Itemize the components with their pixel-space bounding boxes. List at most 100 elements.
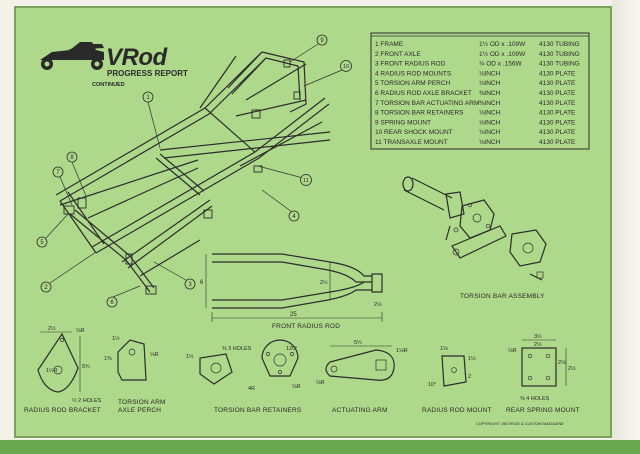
svg-text:2½: 2½ <box>534 341 542 348</box>
torsion-arm-perch-label-1: TORSION ARM <box>118 399 166 406</box>
part-name: 10 REAR SHOCK MOUNT <box>375 129 453 136</box>
part-material: 4130 PLATE <box>539 70 576 77</box>
svg-text:⅛R: ⅛R <box>508 348 517 354</box>
svg-text:⅛R: ⅛R <box>292 384 301 390</box>
svg-text:2: 2 <box>44 285 48 291</box>
leader-lines <box>45 43 343 298</box>
part-material: 4130 PLATE <box>539 80 576 87</box>
svg-text:1⅛R: 1⅛R <box>396 348 408 354</box>
part-name: 6 RADIUS ROD AXLE BRACKET <box>375 90 472 97</box>
detail-rear-spring-mount: 3½ 2½ ⅛R 2½ 2⅛ ⅜ 4 HOLES REAR SPRING MOU… <box>506 333 580 414</box>
copyright-notice: COPYRIGHT 1967/ROD & CUSTOM MAGAZINE <box>476 421 564 426</box>
page-edge <box>612 0 640 454</box>
svg-text:120°: 120° <box>286 346 297 352</box>
svg-text:2½: 2½ <box>568 365 576 372</box>
callout-5: 5 <box>36 236 48 248</box>
logo-subtitle: PROGRESS REPORT <box>107 69 188 78</box>
part-size: ⅛INCH <box>479 110 501 117</box>
bottom-strip <box>0 440 640 454</box>
radius-rod-dim-end: 2½ <box>374 301 382 308</box>
svg-text:7: 7 <box>56 170 60 176</box>
part-name: 5 TORSION ARM PERCH <box>375 80 451 87</box>
svg-text:1: 1 <box>146 95 150 101</box>
part-material: 4130 PLATE <box>539 139 576 146</box>
svg-text:3½: 3½ <box>534 333 542 340</box>
torsion-bar-assembly-label: TORSION BAR ASSEMBLY <box>460 293 545 300</box>
svg-text:2⅛: 2⅛ <box>558 360 566 366</box>
svg-text:5¾: 5¾ <box>82 364 90 370</box>
svg-text:11: 11 <box>303 178 309 184</box>
part-name: 2 FRONT AXLE <box>375 51 421 58</box>
part-size: ⅜INCH <box>479 100 501 107</box>
svg-text:2: 2 <box>468 374 471 380</box>
svg-text:2½: 2½ <box>48 325 56 332</box>
logo-tag: CONTINUED <box>92 82 125 88</box>
front-radius-rod-drawing: 25 6 2½ 2½ FRONT RADIUS ROD <box>200 253 383 330</box>
part-size: ⅛INCH <box>479 70 501 77</box>
svg-text:1½: 1½ <box>186 353 194 360</box>
vrod-logo: VRod PROGRESS REPORT CONTINUED <box>40 42 188 88</box>
part-size: ¾ OD x .156W <box>479 61 522 68</box>
callout-10: 10 <box>340 60 352 72</box>
part-name: 7 TORSION BAR ACTUATING ARM <box>375 100 479 107</box>
part-material: 4130 PLATE <box>539 100 576 107</box>
part-name: 11 TRANSAXLE MOUNT <box>375 139 448 146</box>
radius-rod-dim-mid: 2½ <box>320 279 328 286</box>
frame-isometric <box>55 51 331 295</box>
callout-2: 2 <box>40 281 52 293</box>
callout-1: 1 <box>142 91 154 103</box>
svg-text:10°: 10° <box>428 382 436 388</box>
svg-text:⅜ 4 HOLES: ⅜ 4 HOLES <box>520 396 550 402</box>
callout-4: 4 <box>288 210 300 222</box>
detail-radius-rod-bracket: 2½ ⅛R 5¾ 1½R ½ 2 HOLES RADIUS ROD BRACKE… <box>24 325 102 414</box>
parts-table-row: 8 TORSION BAR RETAINERS ⅛INCH 4130 PLATE <box>375 110 576 117</box>
svg-text:10: 10 <box>343 64 349 70</box>
callout-6: 6 <box>106 296 118 308</box>
part-callouts: 1 2 3 4 5 6 7 8 9 10 11 <box>36 34 352 308</box>
part-material: 4130 TUBING <box>539 61 580 68</box>
part-name: 1 FRAME <box>375 41 404 48</box>
detail-torsion-arm-perch: 1½ 1⅜ ⅛R TORSION ARM AXLE PERCH <box>104 335 166 414</box>
callout-3: 3 <box>184 278 196 290</box>
svg-text:5: 5 <box>40 240 44 246</box>
svg-text:1½R: 1½R <box>46 367 58 374</box>
svg-text:1⅜: 1⅜ <box>104 356 112 362</box>
part-material: 4130 TUBING <box>539 41 580 48</box>
svg-text:1⅛: 1⅛ <box>440 346 448 352</box>
actuating-arm-label: ACTUATING ARM <box>332 407 388 414</box>
svg-text:4: 4 <box>292 214 296 220</box>
svg-text:9: 9 <box>320 38 324 44</box>
part-material: 4130 PLATE <box>539 110 576 117</box>
part-material: 4130 PLATE <box>539 90 576 97</box>
svg-text:⅛R: ⅛R <box>150 352 159 358</box>
part-size: ⅛INCH <box>479 129 501 136</box>
callout-9: 9 <box>316 34 328 46</box>
part-size: ⅜INCH <box>479 90 501 97</box>
part-material: 4130 TUBING <box>539 51 580 58</box>
part-material: 4130 PLATE <box>539 119 576 126</box>
parts-table-row: 1 FRAME 1½ OD x .109W 4130 TUBING <box>375 40 580 48</box>
part-size: 1½ OD x .109W <box>479 40 526 48</box>
svg-text:1½: 1½ <box>112 335 120 342</box>
callout-7: 7 <box>52 166 64 178</box>
radius-rod-bracket-label: RADIUS ROD BRACKET <box>24 407 101 414</box>
part-name: 8 TORSION BAR RETAINERS <box>375 110 464 117</box>
rear-spring-mount-label: REAR SPRING MOUNT <box>506 407 580 414</box>
svg-text:3: 3 <box>188 282 192 288</box>
radius-rod-dim-height: 6 <box>200 280 204 286</box>
radius-rod-dim-overall: 25 <box>290 312 297 318</box>
torsion-arm-perch-label-2: AXLE PERCH <box>118 407 161 414</box>
front-radius-rod-label: FRONT RADIUS ROD <box>272 323 340 330</box>
svg-text:1½: 1½ <box>468 355 476 362</box>
parts-table-row: 6 RADIUS ROD AXLE BRACKET ⅜INCH 4130 PLATE <box>375 90 576 97</box>
torsion-bar-retainers-label: TORSION BAR RETAINERS <box>214 407 302 414</box>
part-size: ⅛INCH <box>479 139 501 146</box>
